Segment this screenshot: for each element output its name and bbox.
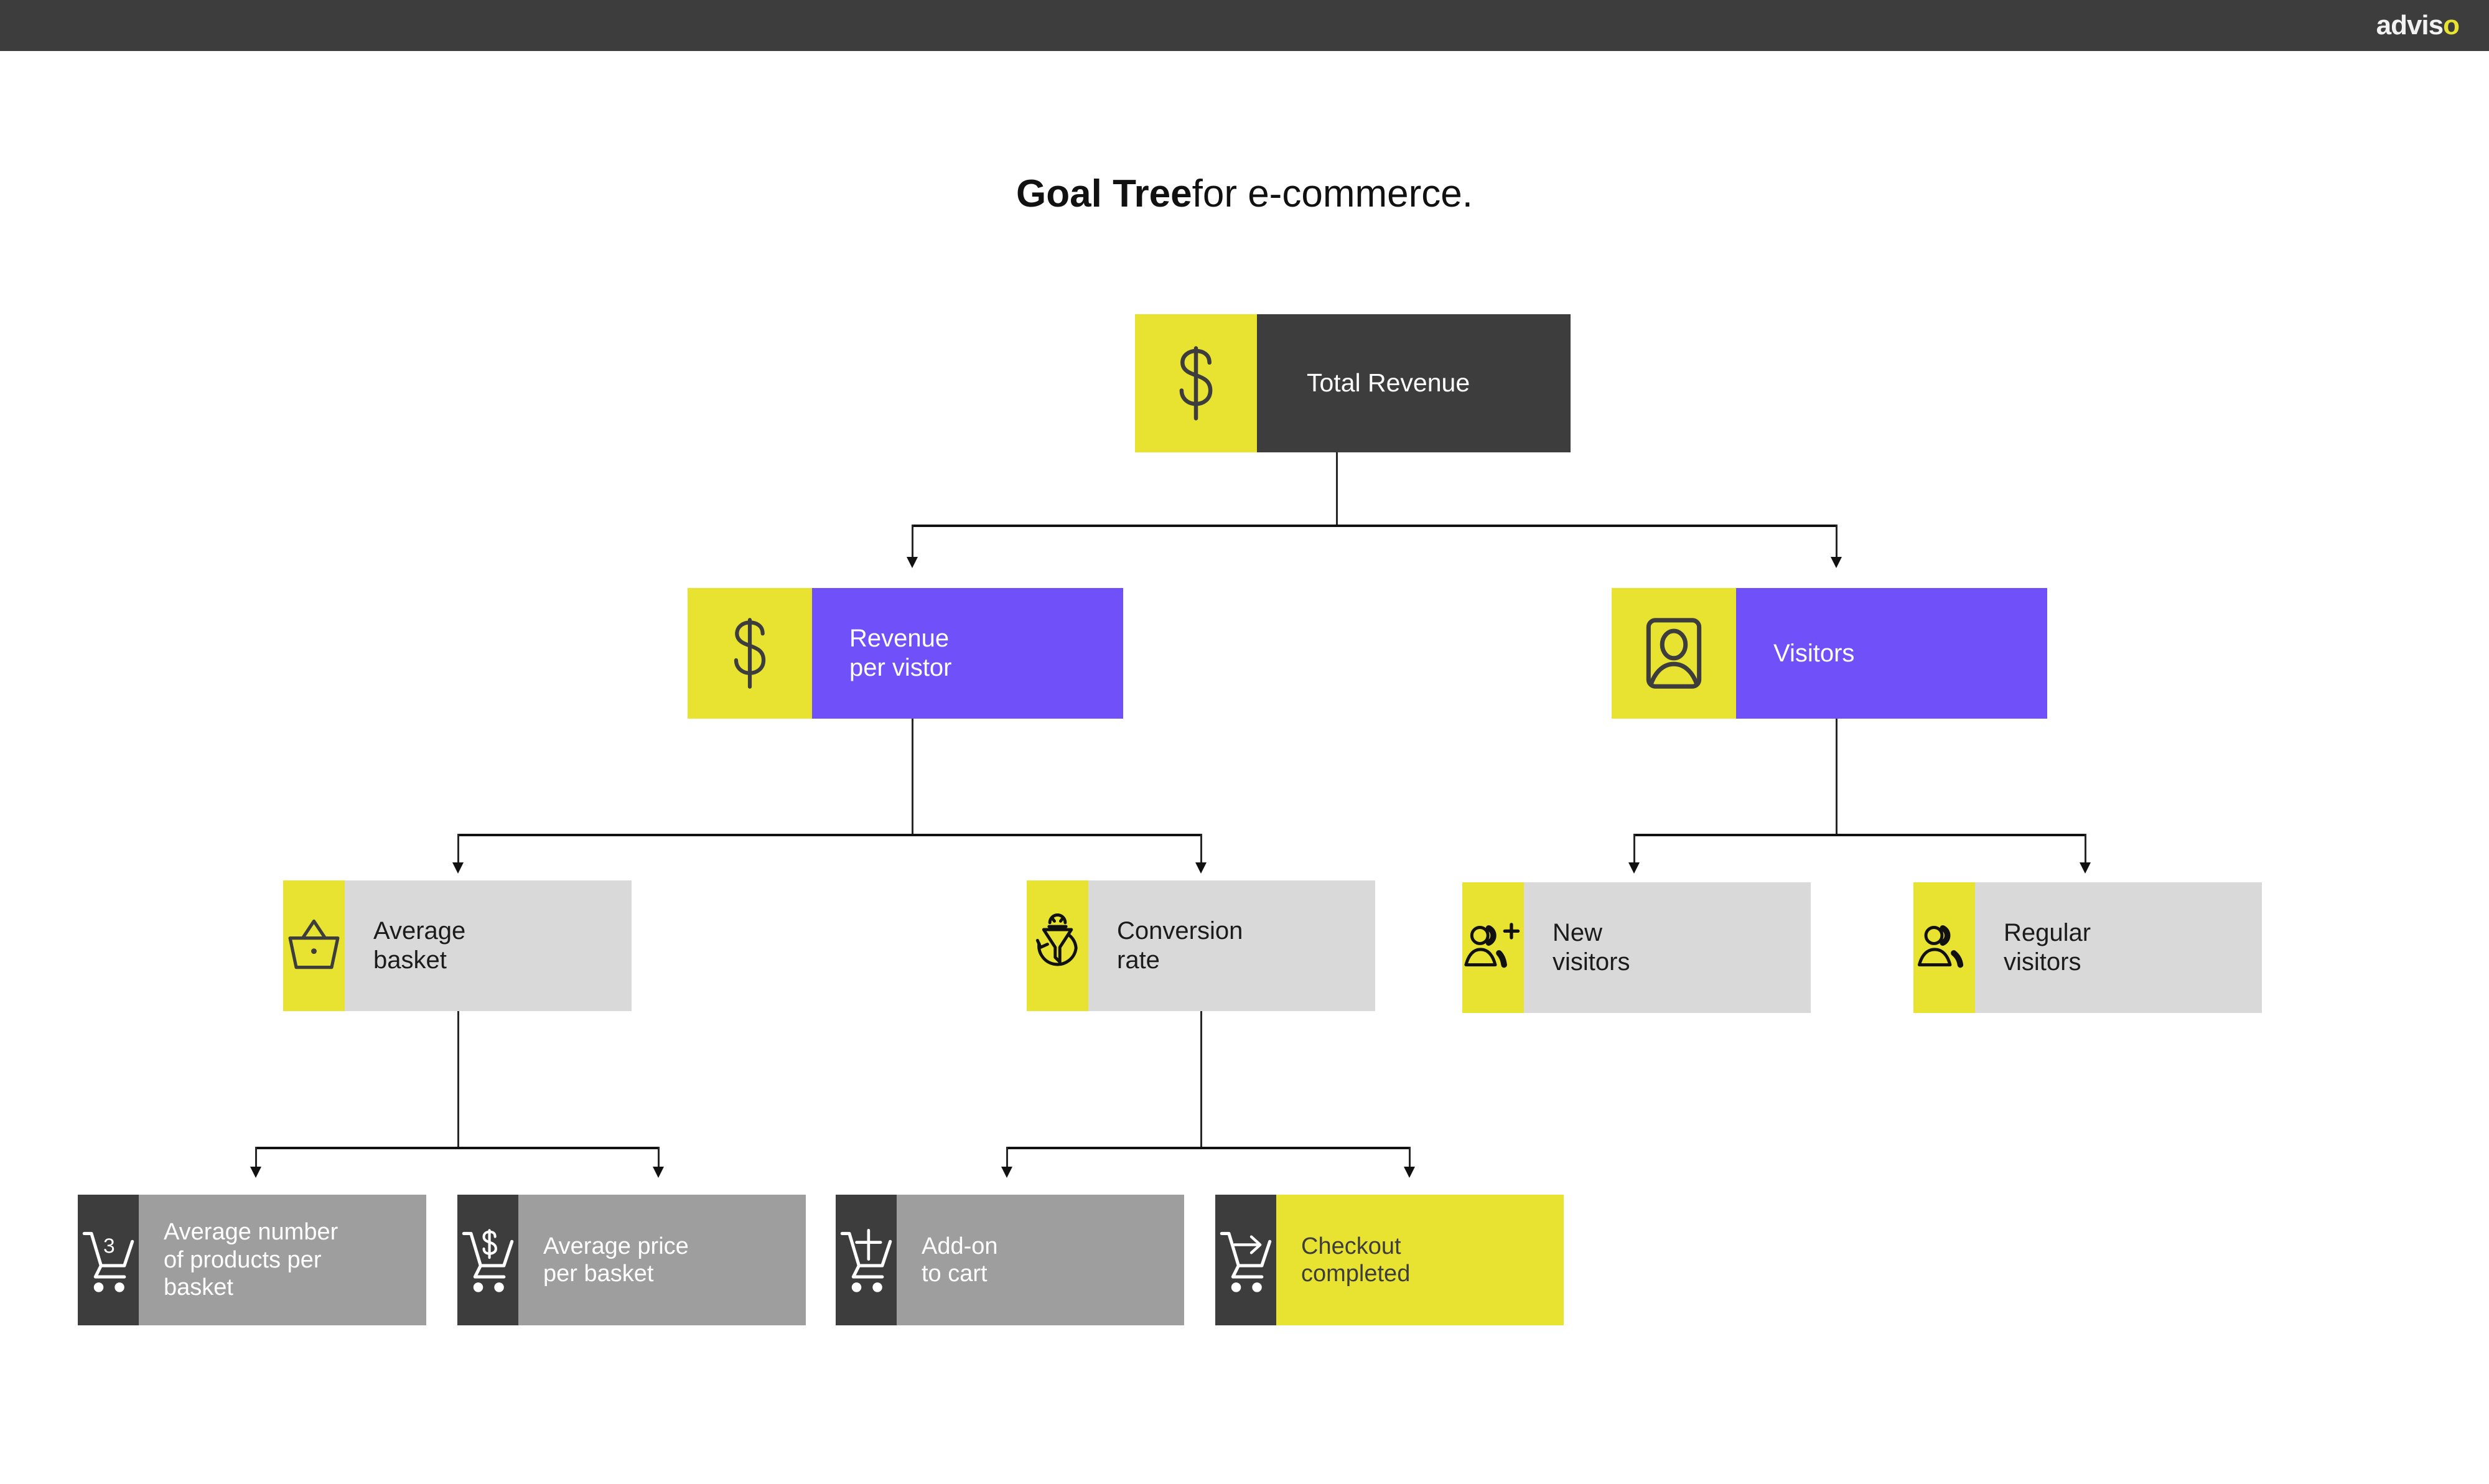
connector-arrow-average-number-products xyxy=(250,1167,261,1178)
connector-bar-level2 xyxy=(912,525,1838,527)
node-label-box: Total Revenue xyxy=(1257,314,1571,452)
connector-arrow-checkout-completed xyxy=(1404,1167,1415,1178)
node-label-box: Average basket xyxy=(345,880,632,1011)
connector-line-total-revenue-down xyxy=(1336,452,1338,525)
node-label-box: Average number of products per basket xyxy=(139,1195,426,1325)
connector-line-average-basket-down xyxy=(457,1011,459,1148)
page-title-bold: Goal Tree xyxy=(1016,172,1192,215)
node-label-regular-visitors: Regular visitors xyxy=(2004,919,2091,976)
connector-arrow-average-price-basket xyxy=(653,1167,664,1178)
profile-card-icon xyxy=(1612,588,1736,719)
connector-line-to-average-number-products xyxy=(255,1147,257,1173)
logo-text: advis xyxy=(2376,10,2444,40)
node-checkout-completed[interactable]: Checkout completed xyxy=(1215,1195,1564,1325)
node-total-revenue[interactable]: Total Revenue xyxy=(1135,314,1571,452)
cart-arrow-icon xyxy=(1215,1195,1276,1325)
node-label-box: Revenue per vistor xyxy=(812,588,1123,719)
user-add-icon xyxy=(1462,882,1524,1013)
node-label-box: New visitors xyxy=(1524,882,1811,1013)
connector-bar-level4-right xyxy=(1006,1147,1411,1149)
node-label-total-revenue: Total Revenue xyxy=(1307,368,1470,398)
connector-line-to-checkout-completed xyxy=(1409,1147,1411,1173)
conversion-funnel-icon xyxy=(1027,880,1088,1011)
connector-bar-level3-right xyxy=(1633,834,2086,836)
node-add-on-to-cart[interactable]: Add-on to cart xyxy=(836,1195,1184,1325)
node-label-box: Average price per basket xyxy=(518,1195,806,1325)
connector-line-to-regular-visitors xyxy=(2085,834,2086,869)
dollar-sign-icon xyxy=(1135,314,1257,452)
node-label-average-price-basket: Average price per basket xyxy=(543,1233,689,1287)
shopping-basket-icon xyxy=(283,880,345,1011)
svg-text:3: 3 xyxy=(103,1234,115,1258)
node-label-box: Visitors xyxy=(1736,588,2047,719)
node-label-add-on-to-cart: Add-on to cart xyxy=(922,1233,998,1287)
connector-bar-level4-left xyxy=(255,1147,660,1149)
node-average-basket[interactable]: Average basket xyxy=(283,880,632,1011)
node-label-new-visitors: New visitors xyxy=(1553,919,1630,976)
connector-line-revenue-per-visitor-down xyxy=(912,719,913,834)
node-label-box: Add-on to cart xyxy=(897,1195,1184,1325)
users-group-icon xyxy=(1913,882,1975,1013)
logo-accent-letter: o xyxy=(2443,10,2460,40)
connector-line-to-new-visitors xyxy=(1633,834,1635,869)
node-regular-visitors[interactable]: Regular visitors xyxy=(1913,882,2262,1013)
node-average-price-basket[interactable]: Average price per basket xyxy=(457,1195,806,1325)
node-average-number-products[interactable]: 3 Average number of products per basket xyxy=(78,1195,426,1325)
connector-line-to-visitors xyxy=(1836,525,1838,563)
page-title-regular: for e-commerce. xyxy=(1192,172,1473,215)
connector-arrow-new-visitors xyxy=(1628,862,1640,874)
node-new-visitors[interactable]: New visitors xyxy=(1462,882,1811,1013)
connector-line-to-add-on-to-cart xyxy=(1006,1147,1008,1173)
cart-plus-icon xyxy=(836,1195,897,1325)
node-visitors[interactable]: Visitors xyxy=(1612,588,2047,719)
connector-arrow-regular-visitors xyxy=(2080,862,2091,874)
connector-line-conversion-rate-down xyxy=(1200,1011,1202,1148)
dollar-sign-icon xyxy=(688,588,812,719)
connector-bar-level3-left xyxy=(457,834,1202,836)
connector-line-to-average-basket xyxy=(457,834,459,869)
node-label-box: Checkout completed xyxy=(1276,1195,1564,1325)
node-label-average-basket: Average basket xyxy=(373,917,466,974)
connector-arrow-average-basket xyxy=(452,862,464,874)
node-label-average-number-products: Average number of products per basket xyxy=(164,1219,339,1301)
connector-arrow-visitors xyxy=(1831,557,1842,568)
node-conversion-rate[interactable]: Conversion rate xyxy=(1027,880,1375,1011)
node-label-revenue-per-visitor: Revenue per vistor xyxy=(849,625,952,681)
connector-line-to-average-price-basket xyxy=(658,1147,660,1173)
connector-arrow-add-on-to-cart xyxy=(1001,1167,1012,1178)
connector-line-to-revenue-per-visitor xyxy=(912,525,913,563)
node-label-visitors: Visitors xyxy=(1773,639,1855,667)
connector-line-to-conversion-rate xyxy=(1200,834,1202,869)
connector-arrow-conversion-rate xyxy=(1195,862,1207,874)
node-label-box: Regular visitors xyxy=(1975,882,2262,1013)
node-label-conversion-rate: Conversion rate xyxy=(1117,917,1243,974)
node-label-checkout-completed: Checkout completed xyxy=(1301,1233,1411,1287)
connector-line-visitors-down xyxy=(1836,719,1838,834)
cart-three-icon: 3 xyxy=(78,1195,139,1325)
node-label-box: Conversion rate xyxy=(1088,880,1375,1011)
page-title: Goal Treefor e-commerce. xyxy=(0,172,2489,216)
cart-dollar-icon xyxy=(457,1195,518,1325)
node-revenue-per-visitor[interactable]: Revenue per vistor xyxy=(688,588,1123,719)
connector-arrow-revenue-per-visitor xyxy=(907,557,918,568)
